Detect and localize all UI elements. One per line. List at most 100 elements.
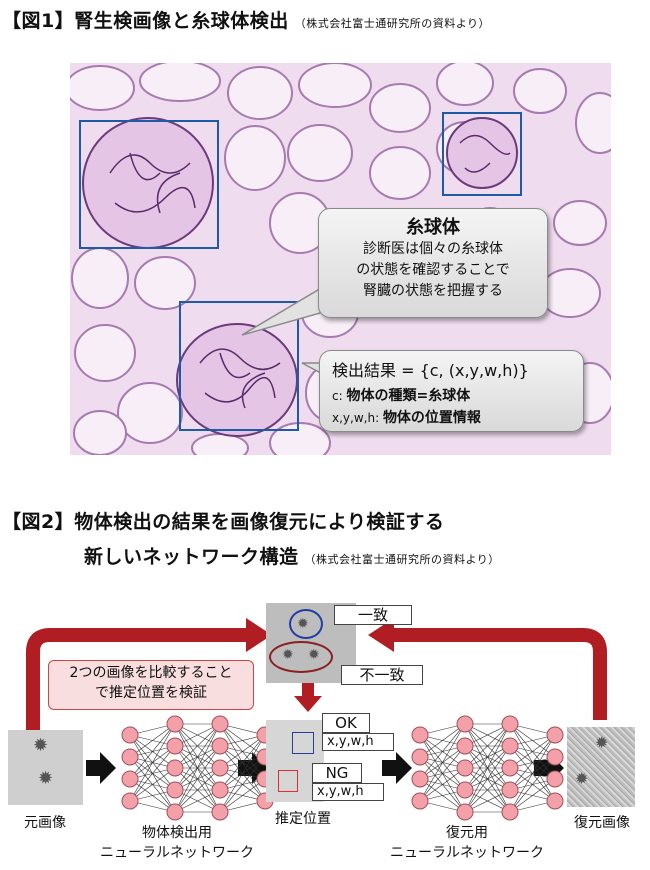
detection-network-edge [129,723,176,758]
flow-arrow-2 [238,752,268,784]
result-class-prefix: c: [332,389,347,403]
gear-icon: ✹ [595,733,609,752]
restored-image: ✹ ✹ [567,727,635,807]
restore-net-label-1: 復元用 [446,825,488,841]
figure2-title-text-2: 新しいネットワーク構造 [84,546,299,568]
flow-arrow-3 [382,752,412,784]
detection-network-edge [129,767,176,802]
restore-network-node [456,737,474,755]
detection-network-edge [174,745,221,813]
original-image: ✹ ✹ [8,730,83,805]
glomerulus-box-3 [179,301,299,431]
figure2-title-text-1: 物体検出の結果を画像復元により検証する [74,511,445,533]
detection-network-node [121,770,139,788]
restore-network-node [546,792,564,810]
restore-network-node [501,759,519,777]
detection-network-edge [129,723,176,802]
detection-network-node [211,715,229,733]
result-position-text: 物体の位置情報 [382,410,481,426]
ok-label: OK [322,713,370,733]
gear-icon: ✹ [38,768,54,789]
result-class-line: c: 物体の種類=糸球体 [332,385,583,405]
restore-network-node [456,759,474,777]
detection-network-node [121,748,139,766]
ng-box [278,770,298,792]
figure1-source: （株式会社富士通研究所の資料より） [294,17,491,30]
figure2-label: 【図2】 [2,511,75,533]
figure1-title-text: 腎生検画像と糸球体検出 [74,10,289,32]
restore-network-node [501,803,519,821]
restore-network-edge [509,734,556,813]
down-arrow-stem [302,682,314,698]
detection-network-edge [219,734,266,791]
detection-network-node [121,792,139,810]
figure1-label: 【図1】 [2,10,75,32]
restore-network-edge [509,734,556,769]
gear-icon: ✹ [575,769,589,788]
restore-network-edge [464,723,511,791]
restored-image-label: 復元画像 [574,815,630,831]
result-position-prefix: x,y,w,h: [332,411,383,425]
callout-title: 糸球体 [406,217,460,238]
detection-network-edge [219,778,266,813]
detection-network-node [211,737,229,755]
restore-network-node [456,715,474,733]
detection-network-node [121,726,139,744]
right-feedback-arrow [390,628,607,720]
detection-network-edge [129,745,176,802]
restore-network-node [501,781,519,799]
gear-icon: ✹ [282,647,294,663]
figure1-title: 【図1】腎生検画像と糸球体検出 （株式会社富士通研究所の資料より） [2,6,490,33]
detection-network-node [166,737,184,755]
detection-network [121,715,274,821]
figure2-source: （株式会社富士通研究所の資料より） [304,553,500,566]
restore-network-node [411,726,429,744]
detection-network-edge [174,723,221,813]
restore-network-node [546,770,564,788]
detection-network-node [166,803,184,821]
restore-network [411,715,564,821]
restore-network-edge [419,745,466,802]
compare-note-line-1: 2つの画像を比較すること [69,665,233,681]
restore-network-node [456,781,474,799]
detection-net-label-2: ニューラルネットワーク [100,845,254,861]
callout-line-2: の状態を確認することで [356,262,510,278]
original-image-label: 元画像 [24,815,66,831]
restore-network-node [501,715,519,733]
restore-network-node [501,737,519,755]
detection-network-edge [219,756,266,813]
restore-network-edge [464,767,511,813]
ng-label: NG [312,763,362,783]
restore-network-edge [419,767,466,802]
mismatch-ellipse [269,641,333,673]
match-label: 一致 [334,605,412,625]
gear-icon: ✹ [308,647,320,663]
ng-coord-label: x,y,w,h [312,783,384,801]
restore-net-label: 復元用 ニューラルネットワーク [382,822,552,862]
detection-network-edge [219,734,266,813]
result-class-text: 物体の種類=糸球体 [346,388,471,404]
detection-network-node [166,781,184,799]
detection-network-edge [174,767,221,813]
detection-net-label: 物体検出用 ニューラルネットワーク [92,822,262,862]
detection-network-node [211,759,229,777]
ok-coord-label: x,y,w,h [322,733,394,751]
restore-network-node [411,770,429,788]
flow-arrow-1 [86,752,116,784]
compare-note-line-2: で推定位置を検証 [95,685,207,701]
detection-network-node [166,759,184,777]
restore-network-edge [509,734,556,791]
restore-network-edge [464,723,511,813]
detection-network-edge [219,734,266,769]
restore-network-edge [464,745,511,813]
restore-network-edge [419,723,466,758]
detection-network-node [211,781,229,799]
restore-net-label-2: ニューラルネットワーク [390,845,544,861]
gear-icon: ✹ [297,616,309,632]
result-position-line: x,y,w,h: 物体の位置情報 [332,407,583,427]
restore-network-node [411,792,429,810]
restore-network-node [546,726,564,744]
restore-network-edge [419,723,466,802]
gear-icon: ✹ [33,735,49,756]
detection-network-edge [174,723,221,791]
